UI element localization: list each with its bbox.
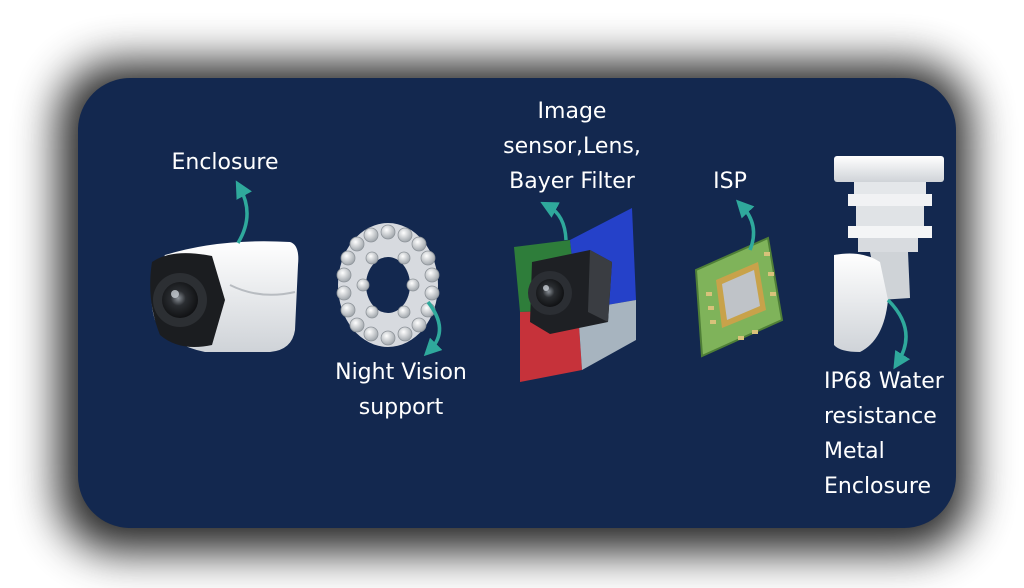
enclosure-label: Enclosure [171, 150, 279, 175]
image-sensor-label: Image sensor,Lens, Bayer Filter [503, 99, 641, 194]
night-vision-label: Night Vision support [335, 360, 467, 420]
isp-label: ISP [713, 169, 747, 194]
ip68-label: IP68 Water resistance Metal Enclosure [824, 369, 944, 499]
